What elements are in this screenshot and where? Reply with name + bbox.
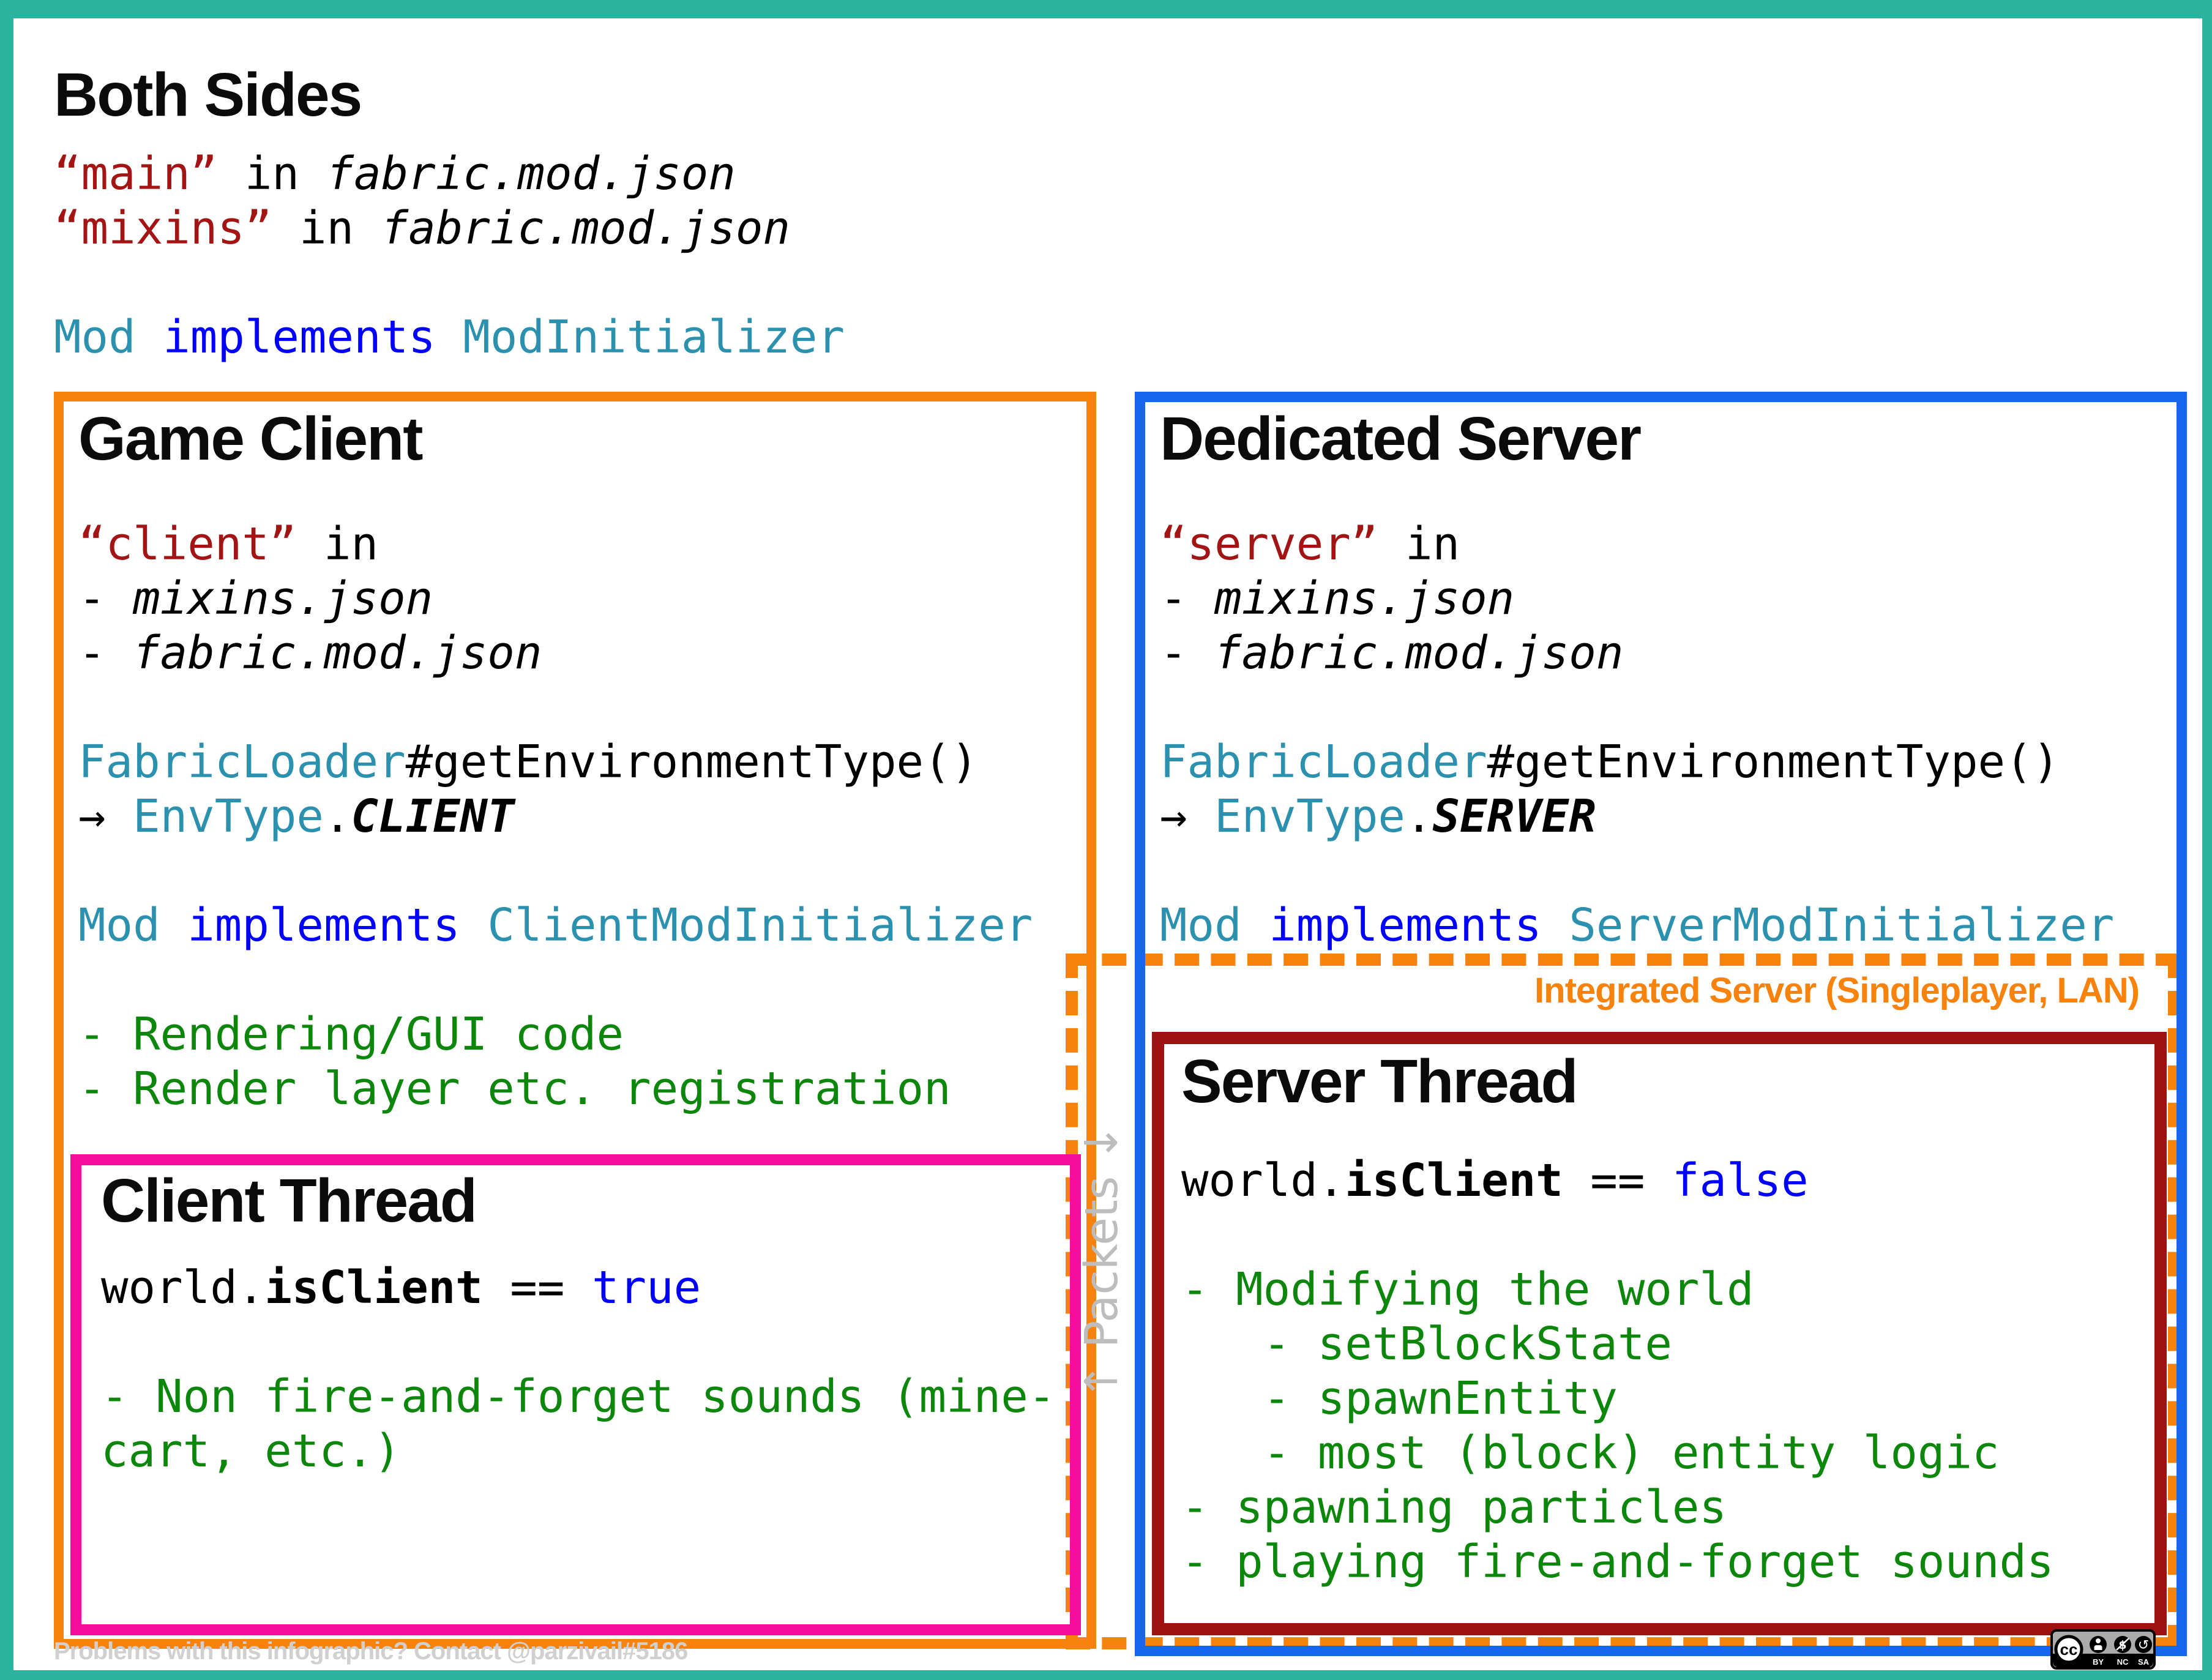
code-line: - mixins.json — [1160, 572, 1515, 625]
code-line: Mod implements ModInitializer — [54, 311, 845, 364]
code-line: “mixins” in fabric.mod.json — [54, 202, 790, 255]
code-line: FabricLoader#getEnvironmentType() — [1160, 736, 2060, 788]
code-line: - fabric.mod.json — [78, 627, 542, 679]
dedicated-server-code-block: “server” in- mixins.json- fabric.mod.jso… — [1160, 517, 2114, 953]
code-line: world.isClient == false — [1181, 1154, 1809, 1207]
code-line — [1160, 844, 2114, 898]
dedicated-server-title: Dedicated Server — [1160, 405, 1642, 473]
sa-label: SA — [2138, 1657, 2150, 1667]
by-label: BY — [2093, 1657, 2104, 1667]
footer-contact-note: Problems with this infographic? Contact … — [54, 1638, 688, 1665]
code-line — [78, 681, 1033, 735]
code-line — [78, 844, 1033, 898]
integrated-server-label: Integrated Server (Singleplayer, LAN) — [1534, 971, 2140, 1010]
dedicated-server-box — [1135, 392, 2187, 1656]
cc-license-badge[interactable]: cc $ ↺ BY NC SA — [2050, 1629, 2156, 1670]
code-line: “main” in fabric.mod.json — [54, 147, 736, 200]
game-client-box — [54, 392, 1096, 1649]
code-line: → EnvType.CLIENT — [78, 790, 515, 843]
svg-text:↺: ↺ — [2138, 1638, 2149, 1653]
code-line: - fabric.mod.json — [1160, 627, 1624, 679]
cc-by-nc-sa-badge-graphic: cc $ ↺ BY NC SA — [2050, 1629, 2156, 1670]
code-line: FabricLoader#getEnvironmentType() — [78, 736, 979, 788]
attribution-person-icon — [2090, 1636, 2107, 1653]
code-line: → EnvType.SERVER — [1160, 790, 1596, 843]
packets-flow-label: ↑ Packets ↓ — [1075, 1124, 1128, 1400]
code-line: - Render layer etc. registration — [78, 1062, 951, 1115]
header-code-block: “main” in fabric.mod.json“mixins” in fab… — [54, 147, 845, 365]
code-line: world.isClient == true — [101, 1261, 701, 1314]
server-thread-code-block: world.isClient == false - Modifying the … — [1181, 1154, 2054, 1589]
code-line: - spawning particles — [1181, 1481, 1727, 1534]
server-thread-title: Server Thread — [1181, 1047, 1579, 1116]
code-line: - Rendering/GUI code — [78, 1008, 624, 1061]
share-alike-icon: ↺ — [2135, 1636, 2152, 1653]
server-thread-box — [1152, 1032, 2167, 1635]
code-line: cart, etc.) — [101, 1425, 402, 1477]
code-line — [54, 256, 845, 310]
code-line: - Non fire-and-forget sounds (mine- — [101, 1370, 1056, 1423]
nc-label: NC — [2117, 1657, 2129, 1667]
game-client-title: Game Client — [78, 405, 423, 473]
page-title: Both Sides — [54, 61, 362, 129]
client-thread-code-block: world.isClient == true - Non fire-and-fo… — [101, 1261, 1055, 1479]
code-line — [101, 1315, 1055, 1370]
code-line — [1160, 681, 2114, 735]
code-line: - mixins.json — [78, 572, 433, 625]
code-line — [78, 953, 1033, 1007]
game-client-code-block: “client” in- mixins.json- fabric.mod.jso… — [78, 517, 1033, 1116]
non-commercial-icon: $ — [2114, 1636, 2131, 1653]
code-line — [1181, 1208, 2054, 1263]
client-thread-title: Client Thread — [101, 1167, 477, 1235]
code-line: - spawnEntity — [1181, 1372, 1618, 1425]
code-line: “server” in — [1160, 518, 1460, 570]
code-line: - setBlockState — [1181, 1318, 1672, 1370]
code-line: Mod implements ClientModInitializer — [78, 899, 1033, 952]
client-thread-box — [70, 1154, 1081, 1635]
code-line: - most (block) entity logic — [1181, 1427, 2000, 1479]
code-line: - Modifying the world — [1181, 1263, 1754, 1316]
code-line: - playing fire-and-forget sounds — [1181, 1536, 2054, 1588]
cc-icon: cc — [2054, 1635, 2083, 1664]
cc-icon-text: cc — [2060, 1640, 2078, 1659]
code-line: Mod implements ServerModInitializer — [1160, 899, 2115, 952]
code-line: “client” in — [78, 518, 379, 570]
